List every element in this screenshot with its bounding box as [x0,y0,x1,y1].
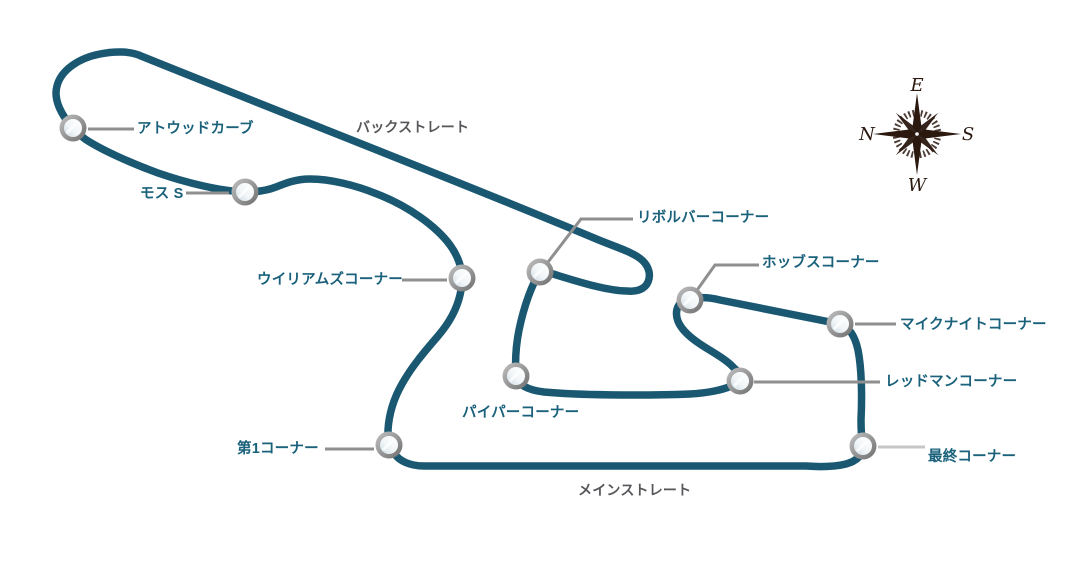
corner-marker-last [849,432,877,460]
corner-marker-williams [448,264,476,292]
corner-marker-revolver [526,258,554,286]
label-connectors [88,127,925,451]
track-path [52,48,867,471]
corner-marker-atwood [59,114,87,142]
corner-label-first: 第1コーナー [237,441,319,457]
connector-revolver [543,217,633,267]
compass-letter-south: S [962,124,974,145]
corner-marker-moss-s [231,178,259,206]
corner-label-atwood: アトウッドカーブ [137,121,254,137]
compass-rose-icon: E S W N [858,75,974,196]
corner-label-revolver: リボルバーコーナー [637,210,770,226]
corner-marker-hobbs [676,286,704,314]
corner-markers [59,114,877,460]
corner-marker-first [375,431,403,459]
corner-label-last: 最終コーナー [928,449,1017,465]
compass-letter-east: E [909,75,923,96]
corner-label-hobbs: ホッブスコーナー [762,255,880,271]
connector-hobbs [693,263,759,294]
corner-label-mike-knight: マイクナイトコーナー [900,317,1047,333]
corner-marker-redman [726,367,754,395]
corner-label-williams: ウイリアムズコーナー [257,272,403,288]
corner-marker-piper [502,362,530,390]
straight-label-main: メインストレート [578,482,692,498]
compass-letter-west: W [908,175,928,196]
straight-label-back: バックストレート [356,119,470,135]
corner-label-redman: レッドマンコーナー [885,374,1018,390]
corner-marker-mike-knight [826,310,854,338]
corner-label-piper: パイパーコーナー [462,405,580,421]
compass-letter-north: N [858,124,876,145]
corner-label-moss-s: モス S [140,186,184,202]
